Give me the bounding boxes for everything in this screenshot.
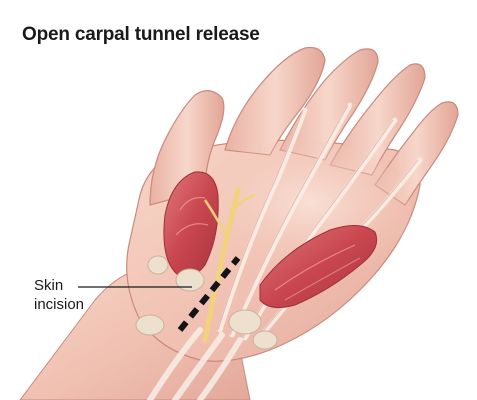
median-nerve	[202, 187, 241, 343]
label-line-1: Skin	[34, 277, 64, 294]
ring-finger	[329, 63, 426, 176]
label-line-2: incision	[34, 296, 85, 313]
figure-title: Open carpal tunnel release	[22, 24, 260, 45]
index-finger	[224, 46, 326, 156]
middle-finger	[279, 48, 379, 161]
incision-line	[177, 256, 241, 332]
carpal-bones	[135, 255, 278, 350]
skin-incision-label: Skin incision	[34, 276, 84, 314]
hypothenar-muscle	[259, 225, 378, 309]
